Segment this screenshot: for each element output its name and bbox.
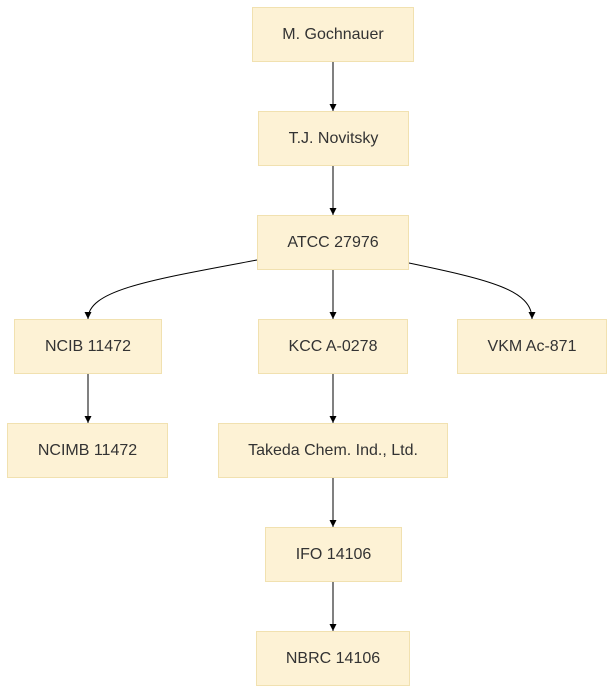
node-ncimb-11472: NCIMB 11472: [7, 423, 168, 478]
node-tj-novitsky: T.J. Novitsky: [258, 111, 409, 166]
node-label: IFO 14106: [295, 545, 372, 563]
node-ifo-14106: IFO 14106: [265, 527, 402, 582]
node-label: ATCC 27976: [287, 233, 379, 251]
edge-atcc-ncib: [84, 259, 258, 320]
node-kcc-a-0278: KCC A-0278: [258, 319, 408, 374]
node-vkm-ac-871: VKM Ac-871: [457, 319, 607, 374]
node-nbrc-14106: NBRC 14106: [256, 631, 410, 686]
node-label: NCIMB 11472: [37, 441, 138, 459]
node-label: KCC A-0278: [288, 337, 378, 355]
node-ncib-11472: NCIB 11472: [14, 319, 162, 374]
node-label: Takeda Chem. Ind., Ltd.: [248, 441, 418, 459]
edge-atcc-vkm: [408, 262, 536, 320]
node-label: M. Gochnauer: [282, 25, 384, 43]
node-label: VKM Ac-871: [487, 337, 577, 355]
node-label: T.J. Novitsky: [288, 129, 379, 147]
node-atcc-27976: ATCC 27976: [257, 215, 409, 270]
node-m-gochnauer: M. Gochnauer: [252, 7, 414, 62]
node-label: NCIB 11472: [45, 337, 131, 355]
node-takeda-chem: Takeda Chem. Ind., Ltd.: [218, 423, 448, 478]
node-label: NBRC 14106: [285, 649, 381, 667]
